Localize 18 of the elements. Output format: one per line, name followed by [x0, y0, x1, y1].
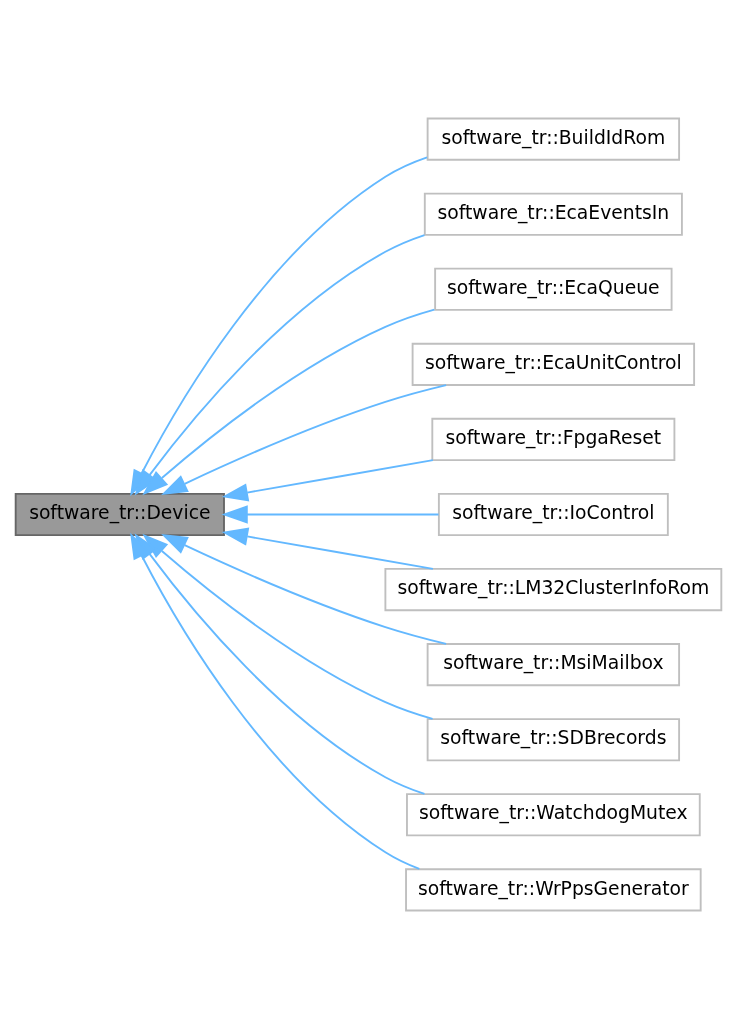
node-box: software_tr::EcaUnitControl: [411, 342, 696, 386]
node-box: software_tr::FpgaReset: [431, 417, 676, 461]
node-box: software_tr::WatchdogMutex: [406, 792, 701, 836]
arrow: [221, 458, 434, 502]
node-box: software_tr::EcaEventsIn: [423, 192, 683, 236]
node-box: software_tr::EcaQueue: [434, 267, 673, 311]
node-box: software_tr::LM32ClusterInfoRom: [384, 567, 723, 611]
node-box: software_tr::IoControl: [437, 492, 669, 536]
node-box: software_tr::BuildIdRom: [426, 117, 681, 161]
arrow: [142, 308, 436, 495]
node-box: software_tr::WrPpsGenerator: [405, 867, 702, 911]
arrow: [221, 504, 440, 524]
arrow: [221, 526, 434, 570]
arrow: [161, 383, 448, 495]
node-box: software_tr::SDBrecords: [426, 717, 681, 761]
node-box: software_tr::MsiMailbox: [426, 642, 681, 686]
arrow: [161, 533, 448, 645]
node-box: software_tr::Device: [14, 492, 225, 536]
